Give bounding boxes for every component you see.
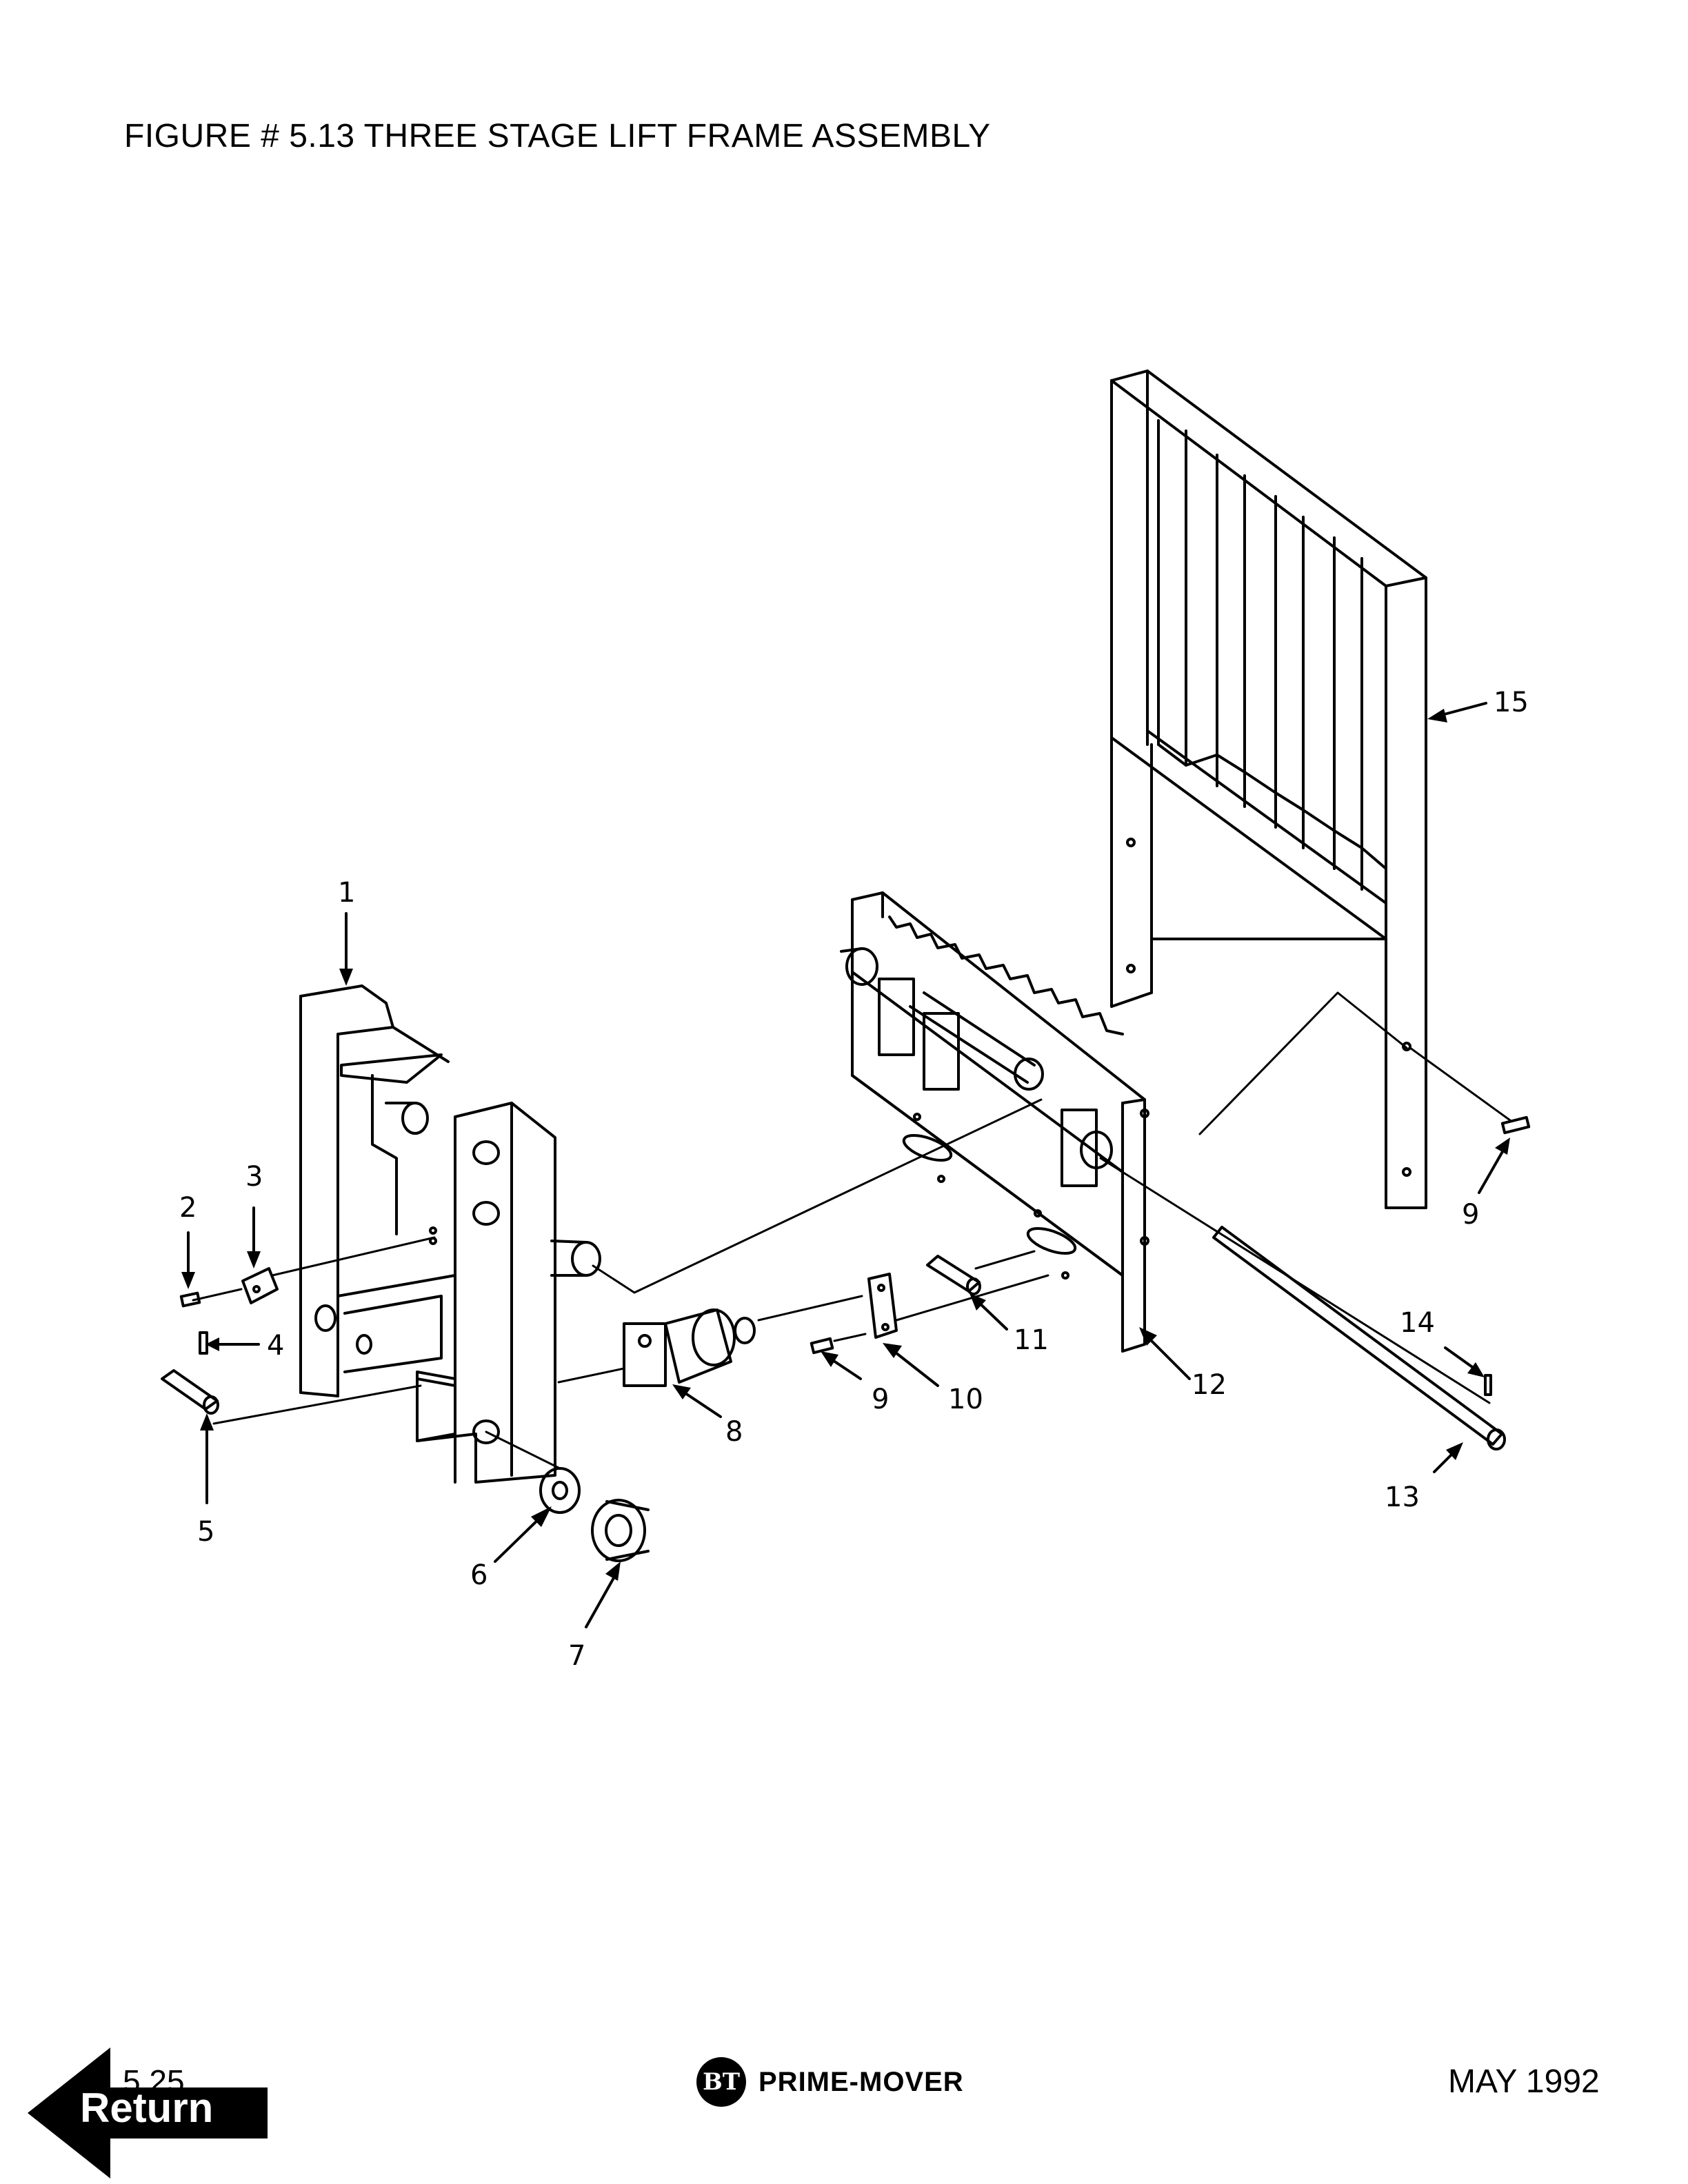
- part-3-bracket: [241, 1267, 279, 1304]
- return-button[interactable]: Return: [28, 2044, 269, 2182]
- callout-8: 8: [725, 1416, 743, 1448]
- callout-5: 5: [197, 1516, 214, 1548]
- callout-15: 15: [1494, 687, 1529, 718]
- part-5-pin: [161, 1369, 219, 1415]
- callout-7: 7: [568, 1640, 585, 1672]
- callout-11: 11: [1014, 1324, 1049, 1356]
- brand: BT PRIME-MOVER: [696, 2054, 964, 2110]
- part-2-screw: [179, 1291, 201, 1308]
- left-arrow-icon: [28, 2048, 268, 2178]
- part-12-carriage-plate: [840, 891, 1149, 1353]
- return-label: Return: [80, 2085, 214, 2131]
- callout-12: 12: [1192, 1369, 1227, 1401]
- part-15-guard-frame: [1110, 370, 1427, 1209]
- page-number: 5.25: [123, 2063, 185, 2099]
- callout-1: 1: [338, 877, 355, 909]
- part-13-shaft: [1212, 1226, 1506, 1450]
- callout-3: 3: [245, 1161, 263, 1193]
- part-7-roller: [591, 1499, 650, 1562]
- callout-9b: 9: [1462, 1199, 1479, 1231]
- part-9-bolt: [810, 1115, 1531, 1355]
- part-6-washer: [539, 1467, 581, 1514]
- bt-logo: BT: [696, 2057, 746, 2107]
- revision-date: MAY 1992: [1448, 2063, 1600, 2100]
- figure-title: FIGURE # 5.13 THREE STAGE LIFT FRAME ASS…: [124, 118, 991, 154]
- part-1-lift-frame: [299, 984, 601, 1484]
- part-14-pin: [1484, 1374, 1492, 1396]
- callout-9a: 9: [872, 1384, 889, 1415]
- callout-2: 2: [179, 1192, 197, 1224]
- callout-10: 10: [948, 1384, 983, 1415]
- callout-13: 13: [1385, 1482, 1420, 1513]
- part-8-cylinder: [623, 1308, 756, 1387]
- callout-arrows: [181, 702, 1510, 1628]
- callout-4: 4: [267, 1330, 284, 1362]
- part-10-clamp: [867, 1273, 898, 1339]
- part-11-pin: [926, 1255, 981, 1295]
- part-4-pin: [199, 1331, 208, 1355]
- callout-14: 14: [1400, 1307, 1435, 1339]
- callout-numbers: 1 2 3 4 5 6 7 8 9 10 11 12 13 14 15 9: [179, 687, 1529, 1672]
- callout-6: 6: [470, 1559, 488, 1591]
- brand-name: PRIME-MOVER: [758, 2066, 964, 2097]
- assembly-leader-lines: [192, 991, 1511, 1470]
